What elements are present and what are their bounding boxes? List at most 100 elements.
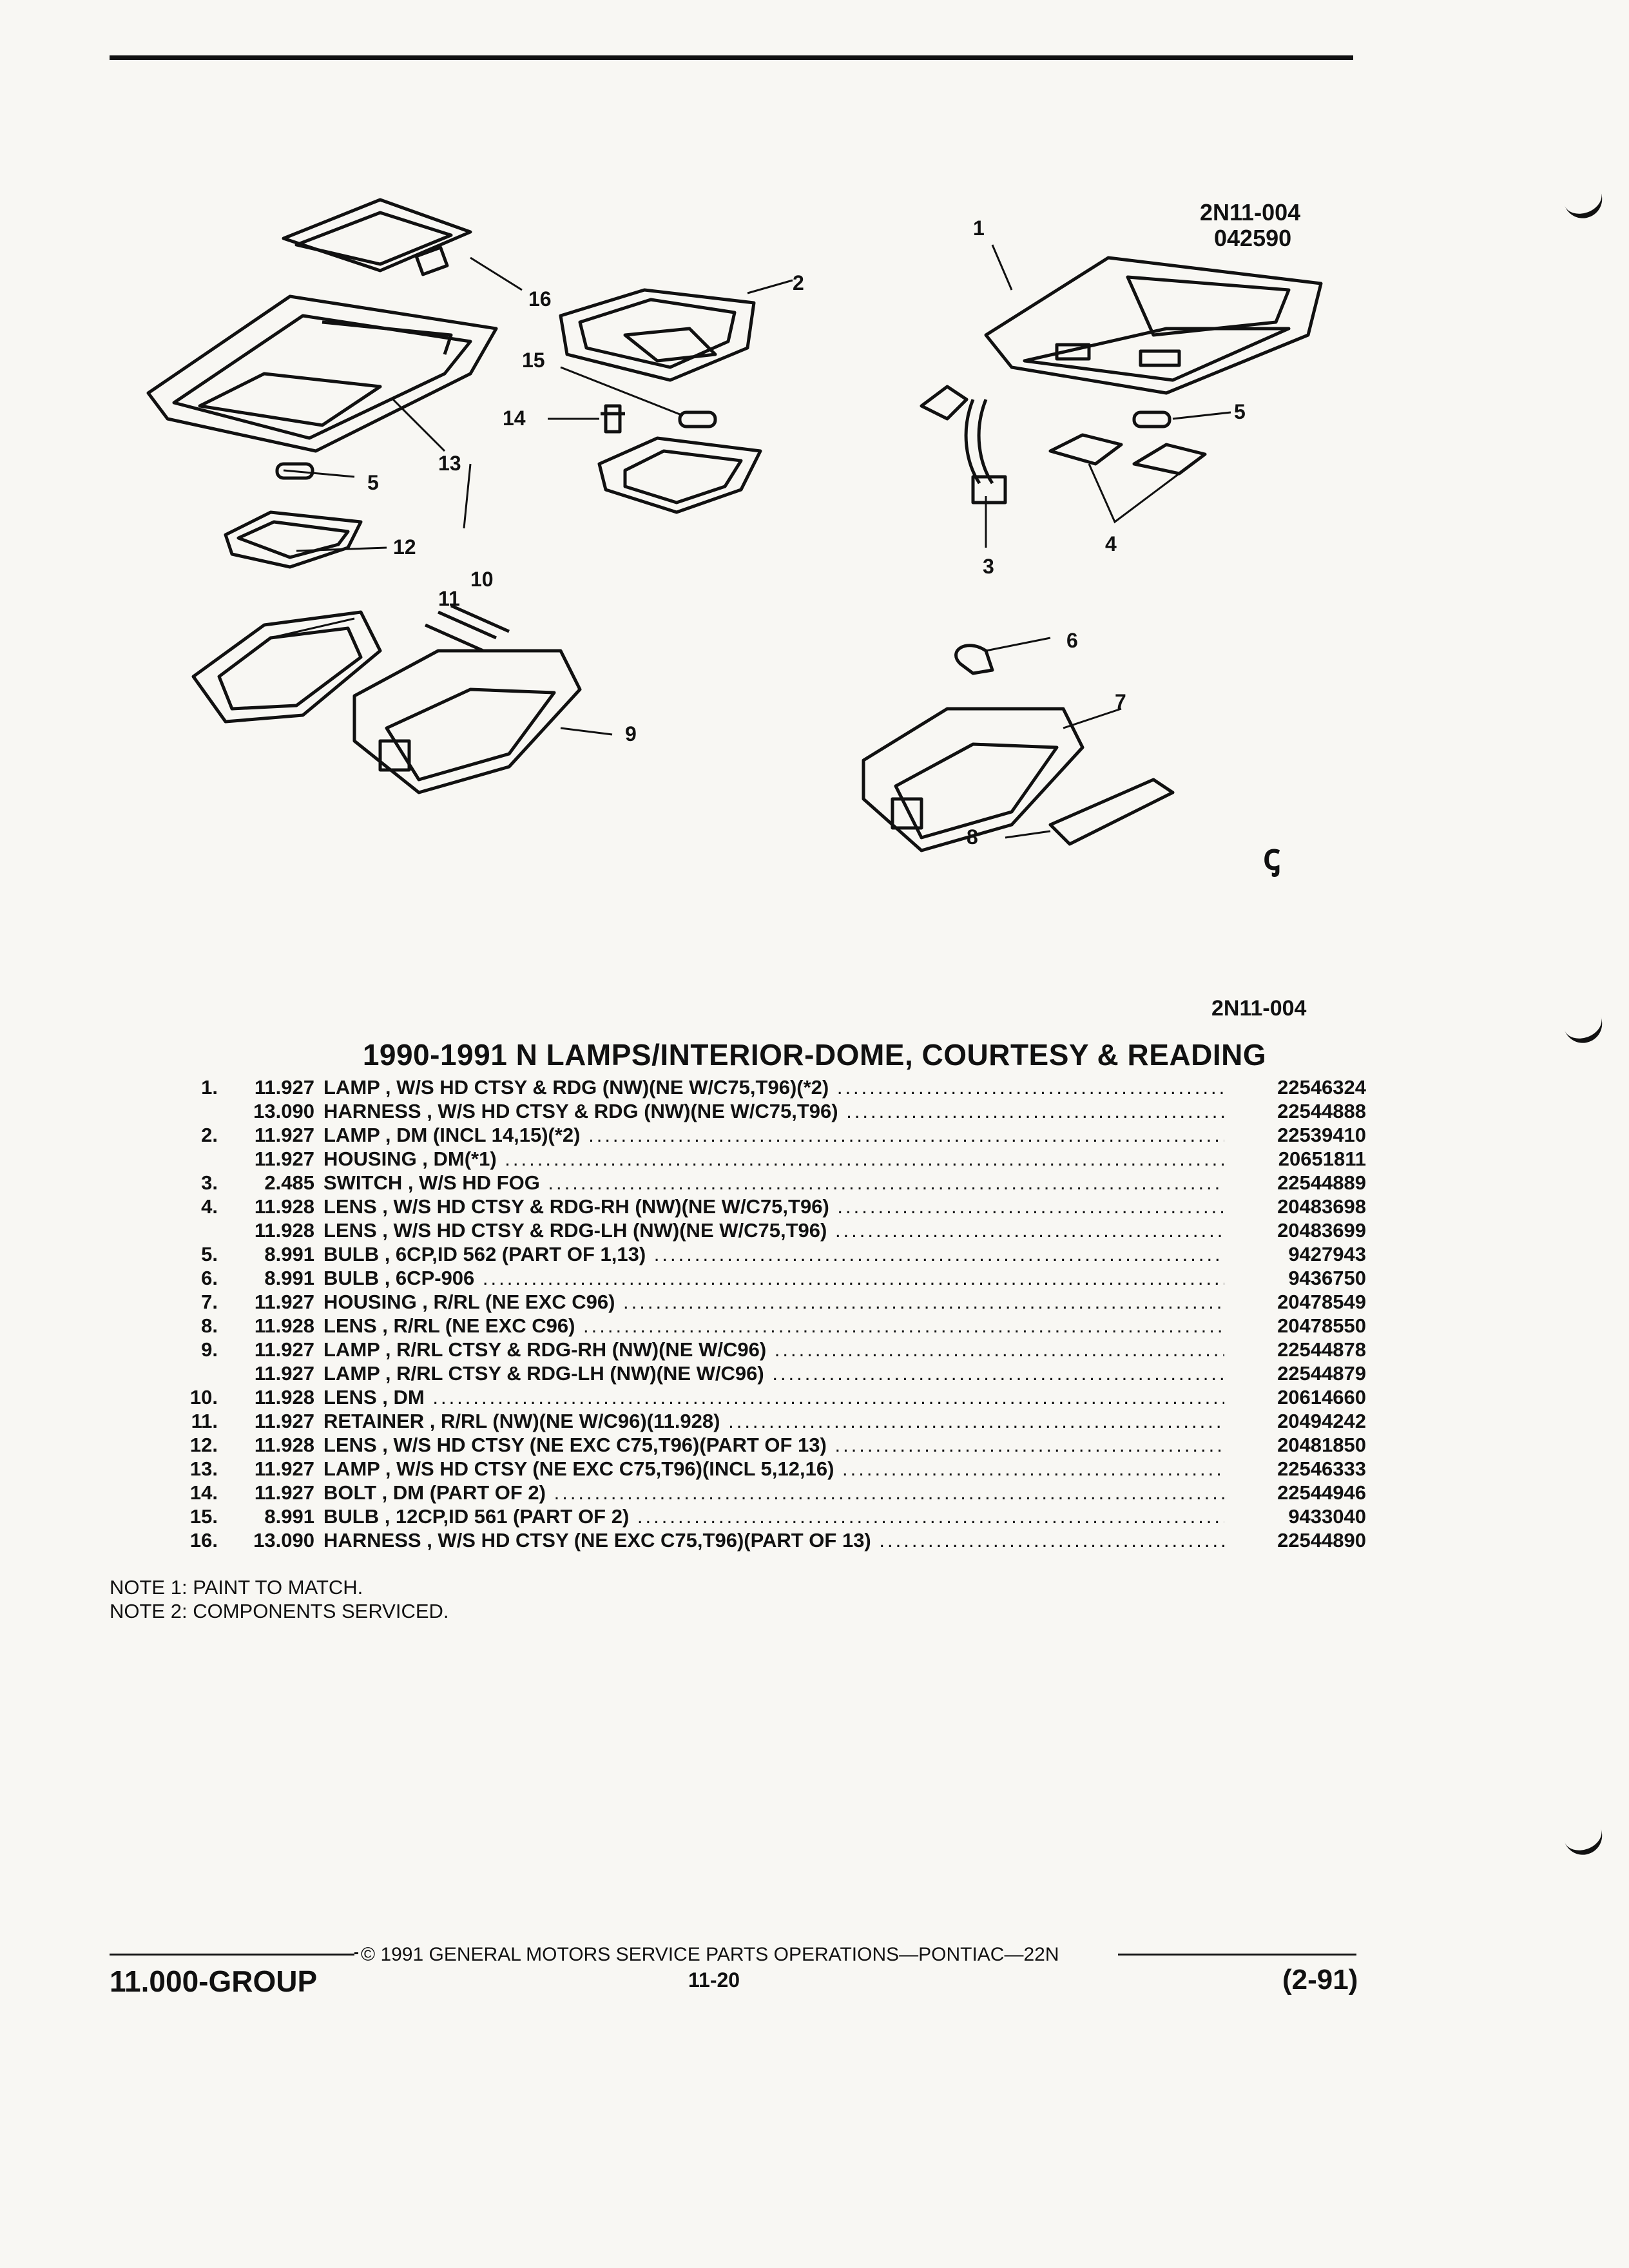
parts-row: 10. 11.928 LENS , DM 20614660 [161, 1386, 1366, 1410]
parts-list: 1. 11.927 LAMP , W/S HD CTSY & RDG (NW)(NE… [161, 1076, 1366, 1553]
part-number: 22544879 [1277, 1362, 1366, 1385]
item-number: 11. [191, 1410, 218, 1432]
part-number: 22546333 [1277, 1457, 1366, 1480]
item-number: 3. [201, 1171, 218, 1194]
bulb-6-drawing [954, 644, 994, 675]
part-description: LENS , W/S HD CTSY & RDG-RH (NW)(NE W/C7… [323, 1195, 1224, 1218]
part-description: SWITCH , W/S HD FOG [323, 1171, 1224, 1195]
part-description: LAMP , R/RL CTSY & RDG-LH (NW)(NE W/C96) [323, 1362, 1224, 1385]
group-number: 11.927 [254, 1410, 314, 1432]
callout-5-left: 5 [367, 471, 379, 494]
part-number: 20651811 [1278, 1148, 1366, 1170]
footer-rule-left [354, 1952, 358, 1954]
lens-8-drawing [1048, 778, 1175, 846]
part-number: 20478550 [1277, 1314, 1366, 1337]
top-rule [110, 55, 1353, 60]
part-number: 9436750 [1288, 1267, 1366, 1289]
part-description: RETAINER , R/RL (NW)(NE W/C96)(11.928) [323, 1410, 1224, 1433]
part-number: 20494242 [1277, 1410, 1366, 1432]
part-number: 22539410 [1277, 1124, 1366, 1146]
part-number: 22544889 [1277, 1171, 1366, 1194]
part-description: LAMP , DM (INCL 14,15)(*2) [323, 1124, 1224, 1147]
lamp-1-drawing [984, 256, 1323, 395]
part-description: HOUSING , R/RL (NE EXC C96) [323, 1291, 1224, 1314]
part-number: 20614660 [1277, 1386, 1366, 1408]
date-code: (2-91) [1282, 1964, 1358, 1995]
group-number: 11.927 [254, 1362, 314, 1385]
group-number: 2.485 [264, 1171, 314, 1194]
housing-7-drawing [862, 707, 1084, 852]
figure-code: 2N11-004 042590 [1200, 199, 1301, 251]
part-number: 20481850 [1277, 1434, 1366, 1456]
item-number: 2. [201, 1124, 218, 1146]
footer-rule-left-long [110, 1954, 354, 1956]
group-number: 8.991 [264, 1243, 314, 1265]
notes: NOTE 1: PAINT TO MATCH. NOTE 2: COMPONEN… [110, 1575, 449, 1623]
group-number: 11.928 [254, 1219, 314, 1242]
callout-5-right: 5 [1234, 400, 1246, 423]
part-description: LAMP , R/RL CTSY & RDG-RH (NW)(NE W/C96) [323, 1338, 1224, 1361]
callout-9: 9 [625, 722, 637, 745]
callout-13: 13 [438, 452, 461, 475]
parts-row: 3. 2.485 SWITCH , W/S HD FOG 22544889 [161, 1171, 1366, 1195]
part-description: LENS , DM [323, 1386, 1224, 1409]
bulb-5-left-drawing [275, 462, 314, 480]
item-number: 1. [201, 1076, 218, 1099]
bulb-15-drawing [678, 410, 717, 428]
group-number: 13.090 [253, 1100, 314, 1122]
group-number: 11.927 [254, 1148, 314, 1170]
callout-16: 16 [528, 287, 552, 311]
callout-14: 14 [503, 407, 526, 430]
part-description: LAMP , W/S HD CTSY & RDG (NW)(NE W/C75,T… [323, 1076, 1224, 1099]
figure-reference: 2N11-004 [1211, 996, 1307, 1021]
binder-mark-top [1563, 187, 1608, 224]
part-number: 9433040 [1288, 1505, 1366, 1528]
part-description: LENS , W/S HD CTSY (NE EXC C75,T96)(PART… [323, 1434, 1224, 1457]
group-number: 11.928 [254, 1386, 314, 1408]
lamp-13-drawing [146, 294, 498, 453]
part-number: 22546324 [1277, 1076, 1366, 1099]
gm-logo: ꞔ [1263, 836, 1280, 877]
callout-15: 15 [522, 349, 545, 372]
group-number: 8.991 [264, 1267, 314, 1289]
group-number: 11.927 [254, 1124, 314, 1146]
part-number: 22544890 [1277, 1529, 1366, 1552]
group-label: 11.000-GROUP [110, 1965, 318, 1998]
dome-lamp-2-drawing [559, 288, 756, 382]
part-description: BULB , 6CP,ID 562 (PART OF 1,13) [323, 1243, 1224, 1266]
harness-16-drawing [282, 198, 472, 276]
retainer-11-drawing [191, 610, 382, 724]
item-number: 9. [201, 1338, 218, 1361]
bulb-5-right-drawing [1132, 410, 1171, 428]
page-number: 11-20 [688, 1968, 740, 1992]
part-number: 22544888 [1277, 1100, 1366, 1122]
binder-mark-bottom [1563, 1823, 1608, 1861]
lamp-9-drawing [352, 604, 582, 794]
callout-4: 4 [1105, 532, 1117, 555]
parts-row: 2. 11.927 LAMP , DM (INCL 14,15)(*2) 225394… [161, 1124, 1366, 1148]
callout-8: 8 [967, 825, 978, 849]
item-number: 10. [189, 1386, 218, 1408]
item-number: 12. [189, 1434, 218, 1456]
callout-2: 2 [793, 271, 804, 294]
item-number: 15. [189, 1505, 218, 1528]
lens-4-rh-drawing [1048, 433, 1123, 466]
parts-row: 11.927 LAMP , R/RL CTSY & RDG-LH (NW)(NE … [161, 1362, 1366, 1386]
part-number: 20483699 [1277, 1219, 1366, 1242]
callout-6: 6 [1066, 629, 1078, 652]
group-number: 8.991 [264, 1505, 314, 1528]
part-description: BULB , 6CP-906 [323, 1267, 1224, 1290]
callout-7: 7 [1115, 690, 1126, 713]
part-number: 20478549 [1277, 1291, 1366, 1313]
